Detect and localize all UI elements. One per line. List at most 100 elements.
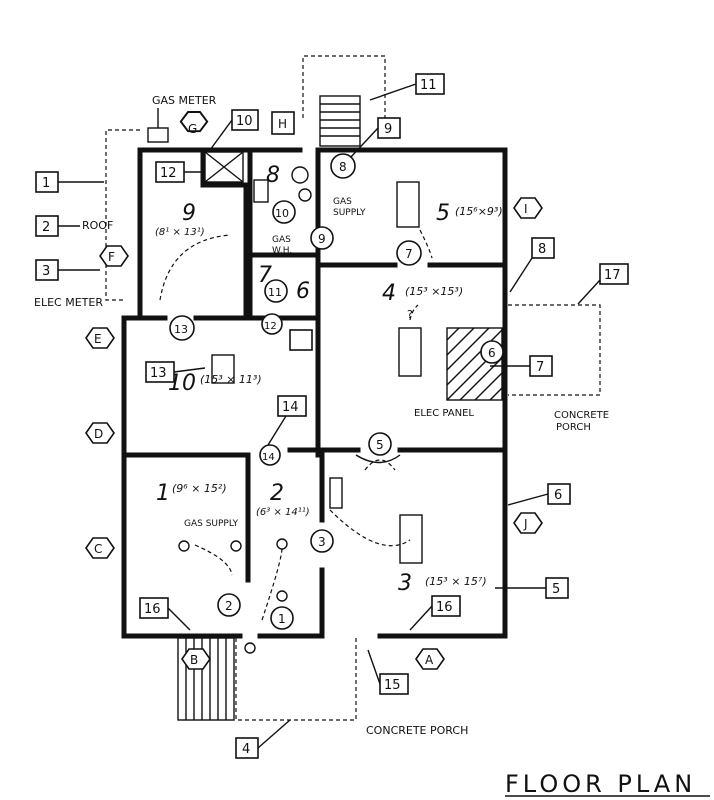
square-tag-13: 13 [145,361,206,383]
square-tag-16-right: 16 [409,595,461,631]
top-stair-outline [302,55,386,147]
svg-text:6: 6 [488,346,496,360]
hex-callouts: G F E D C B A I J [85,111,543,670]
svg-text:7: 7 [536,360,544,375]
square-tag-3: 3 [35,259,100,281]
gas-wh-label-2: W.H. [272,246,292,256]
svg-text:14: 14 [282,400,299,415]
concrete-porch-right-1: CONCRETE [554,410,609,421]
square-tag-11: 11 [369,73,445,101]
circle-tag-3: 3 [310,529,334,553]
circle-tag-14: 14 [259,444,281,466]
gas-meter-label: GAS METER [152,94,217,107]
square-tag-7: 7 [490,355,553,377]
square-tag-9: 9 [349,117,401,159]
gas-supply-label-2: SUPPLY [333,208,366,218]
room-9-number: 9 [182,201,196,226]
room-2-number: 2 [270,481,284,506]
svg-text:E: E [94,332,102,346]
room-4-number: 4 [382,281,396,306]
room-3-number: 3 [398,571,412,596]
concrete-porch-bottom: CONCRETE PORCH [366,724,468,737]
room-5-number: 5 [436,201,450,226]
room-3-dim: (15³ × 15⁷) [425,575,487,588]
concrete-porch-right-2: PORCH [556,422,591,433]
circle-tag-10: 10 [272,200,296,224]
svg-text:14: 14 [262,452,275,463]
circle-tag-5: 5 [368,432,392,456]
gas-supply-label-1: GAS [333,197,352,207]
svg-text:3: 3 [42,264,50,279]
square-tag-12: 12 [155,161,205,183]
svg-text:D: D [94,427,103,441]
square-tag-17: 17 [577,263,629,305]
svg-text:17: 17 [604,268,621,283]
svg-text:1: 1 [278,612,286,626]
elec-panel-label: ELEC PANEL [414,408,474,419]
room-4-dim: (15³ ×15³) [405,285,463,298]
bottom-left-stairs [177,637,235,721]
svg-text:10: 10 [236,114,253,129]
circle-tag-11: 11 [264,279,288,303]
room-10-dim: (15³ × 11³) [200,373,262,386]
svg-text:13: 13 [174,323,188,336]
svg-text:A: A [425,653,434,667]
circle-tag-12: 12 [261,313,283,335]
svg-text:11: 11 [268,286,282,299]
interior-walls [121,147,508,639]
room-1-dim: (9⁶ × 15²) [172,482,227,495]
circle-tag-13: 13 [169,315,195,341]
room-1-number: 1 [156,481,170,506]
question-mark: ? [407,308,413,321]
svg-text:16: 16 [436,600,453,615]
hex-tag-f: F [99,245,129,267]
left-roof-outline [105,129,140,301]
hex-tag-b: B [181,648,211,670]
circle-tag-8: 8 [330,153,356,179]
hex-tag-i: I [513,197,543,219]
svg-text:I: I [524,202,528,216]
annotations: GAS METER ROOF ELEC METER GAS SUPPLY GAS… [34,94,710,798]
room-5-dim: (15⁶×9³) [455,205,503,218]
circle-callouts: 1 2 3 5 6 7 8 9 10 11 12 13 14 [169,153,504,630]
room-8-number: 8 [266,163,280,188]
svg-text:5: 5 [552,582,560,597]
square-tag-15: 15 [367,649,409,695]
svg-text:12: 12 [264,321,277,332]
svg-text:4: 4 [242,742,250,757]
hex-tag-a: A [415,648,445,670]
svg-text:16: 16 [144,602,161,617]
svg-text:12: 12 [160,166,177,181]
bath-fixtures [204,151,312,203]
room-6-number: 6 [296,279,310,304]
svg-text:9: 9 [318,232,326,246]
light-fixtures [178,181,423,654]
bottom-concrete-porch [235,638,357,721]
circle-tag-1: 1 [270,606,294,630]
hex-tag-c: C [85,537,115,559]
svg-text:B: B [190,653,198,667]
square-tag-8: 8 [509,237,555,293]
circle-tag-2: 2 [217,593,241,617]
gas-wh-label-1: GAS [272,235,291,245]
svg-text:G: G [188,122,197,136]
svg-text:F: F [108,250,115,264]
roof-label: ROOF [82,219,113,232]
square-tag-2: 2 [35,215,80,237]
svg-text:2: 2 [225,599,233,613]
circle-tag-7: 7 [396,240,422,266]
svg-text:H: H [278,117,287,131]
square-tag-10: 10 [209,109,259,151]
svg-text:11: 11 [420,78,437,93]
svg-text:J: J [523,517,528,531]
square-tag-1: 1 [35,171,104,193]
hex-tag-d: D [85,422,115,444]
svg-text:8: 8 [538,242,546,257]
h-tag: H [271,111,295,135]
hex-tag-g: G [179,111,209,136]
square-tag-14-upper [289,329,313,351]
svg-text:9: 9 [384,122,392,137]
svg-text:3: 3 [318,535,326,549]
circle-tag-9: 9 [310,226,334,250]
hex-tag-j: J [513,512,543,534]
